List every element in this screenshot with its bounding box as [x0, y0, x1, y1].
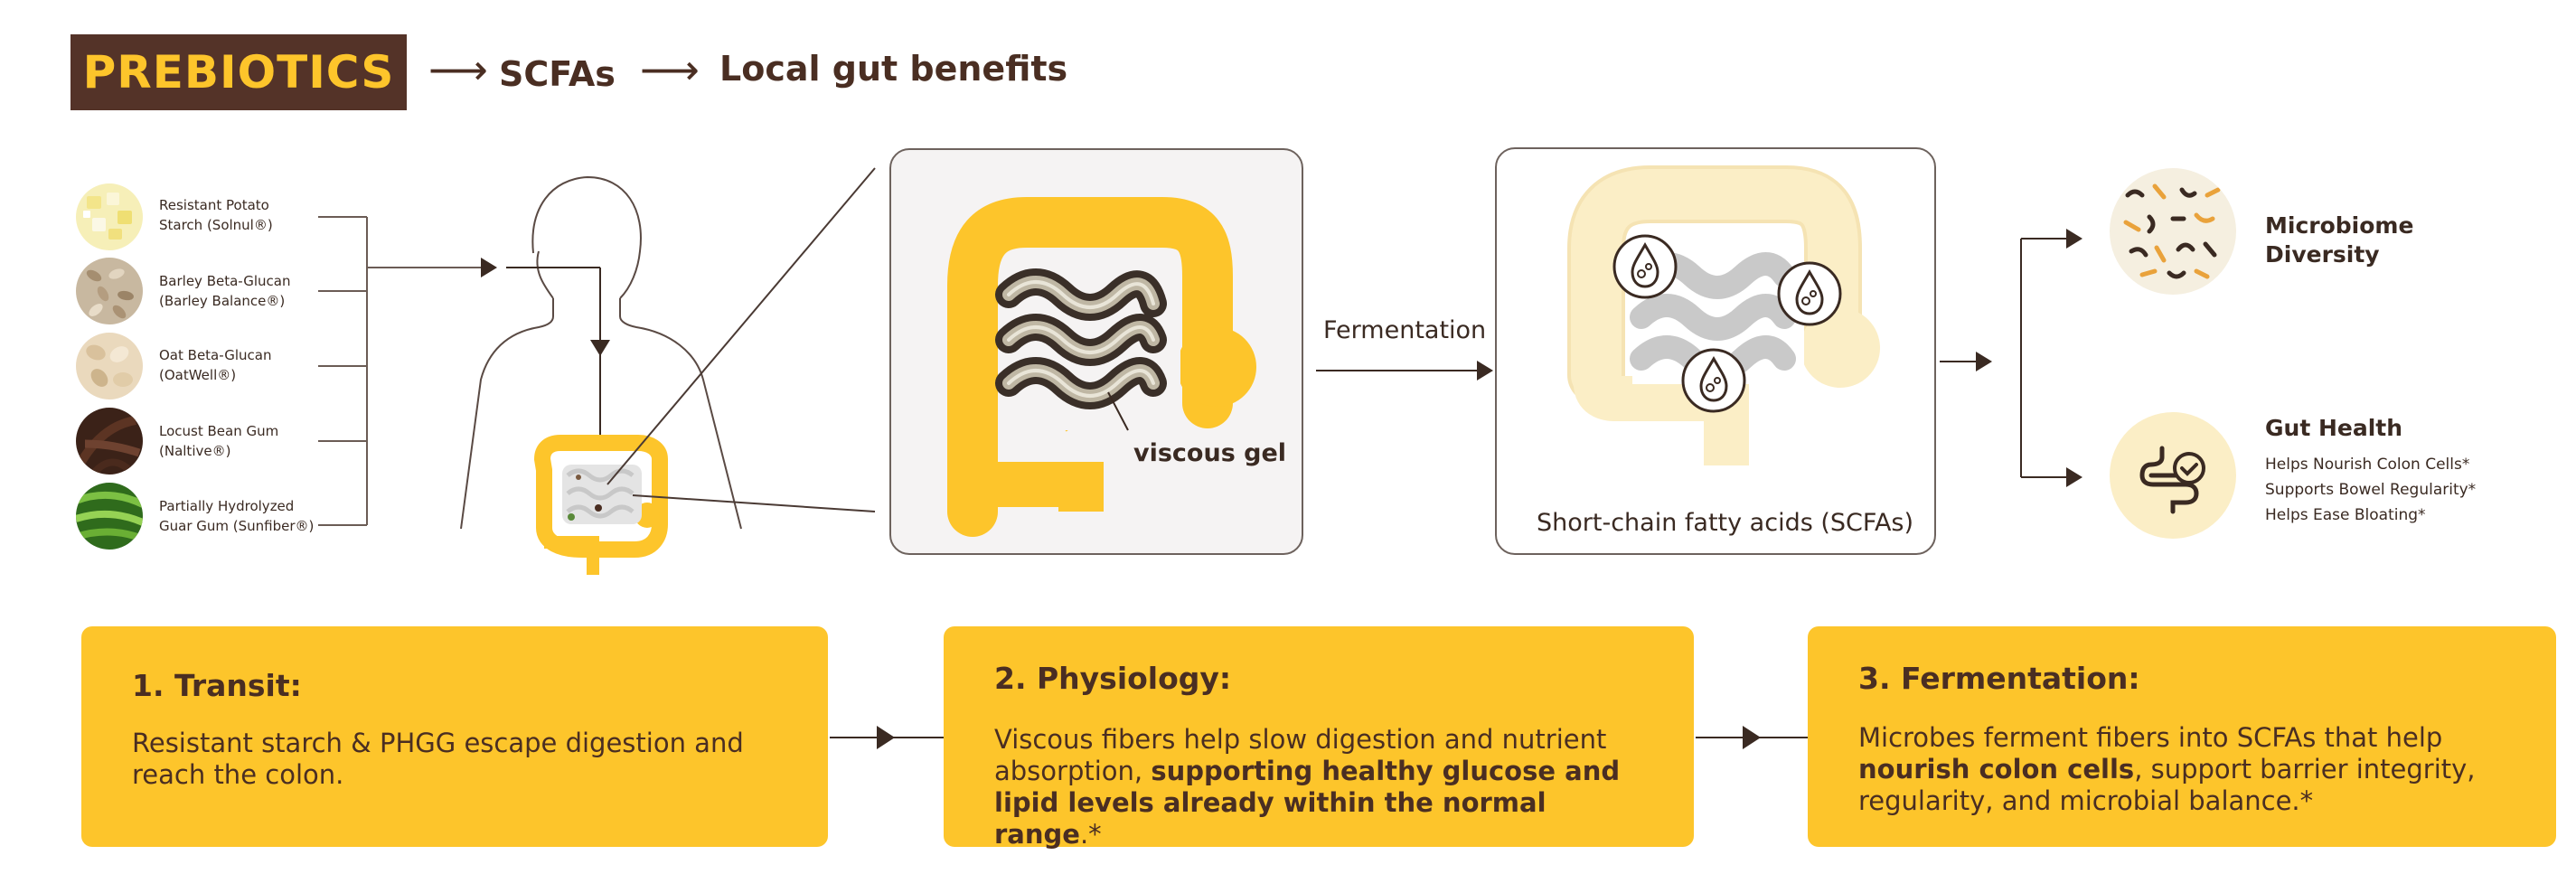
fermentation-arrow-icon	[1477, 361, 1493, 381]
header-local-benefits: Local gut benefits	[719, 49, 1068, 89]
fermentation-card-text: Microbes ferment fibers into SCFAs that …	[1858, 722, 2476, 816]
header-arrow-2: ⟶	[640, 45, 700, 94]
header-arrow-1: ⟶	[428, 45, 488, 94]
viscous-gel-label: viscous gel	[1133, 439, 1287, 467]
gut-health-item: Helps Ease Bloating*	[2265, 506, 2426, 524]
physiology-card-text: Viscous fibers help slow digestion and n…	[994, 724, 1621, 850]
panel2-arrow-icon	[1976, 352, 1992, 371]
prebiotics-title: PREBIOTICS	[82, 46, 395, 99]
fermentation-card-title: 3. Fermentation:	[1858, 661, 2140, 696]
body-gut-illustration	[533, 435, 668, 575]
viscous-gel-panel: viscous gel	[889, 148, 1303, 555]
scfa-droplet-icon-3	[1681, 348, 1746, 413]
transit-card: 1. Transit: Resistant starch & PHGG esca…	[81, 626, 828, 847]
card-arrow-2-icon	[1743, 726, 1761, 749]
gut-health-arrow-icon	[2066, 467, 2082, 487]
ingredient-label-locust: Locust Bean Gum(Naltive®)	[159, 423, 279, 459]
oat-image	[76, 333, 143, 399]
scfa-droplet-icon-1	[1612, 234, 1678, 299]
gut-health-icon	[2139, 446, 2205, 514]
body-outline	[460, 175, 742, 530]
gut-health-item: Helps Nourish Colon Cells*	[2265, 456, 2470, 474]
header-scfas: SCFAs	[499, 54, 616, 94]
card-arrow-1-icon	[877, 726, 895, 749]
zoom-lines	[606, 167, 876, 512]
microbiome-image	[2110, 168, 2236, 295]
physiology-card: 2. Physiology: Viscous fibers help slow …	[944, 626, 1694, 850]
colon-yellow-illustration	[947, 197, 1256, 537]
transit-card-title: 1. Transit:	[132, 668, 302, 703]
gut-health-badge	[2110, 412, 2236, 539]
gut-health-title: Gut Health	[2265, 415, 2403, 441]
colon-cream-illustration	[1567, 165, 1880, 465]
gut-health-item: Supports Bowel Regularity*	[2265, 481, 2477, 499]
scfa-panel: Short-chain fatty acids (SCFAs)	[1495, 147, 1936, 555]
transit-card-text: Resistant starch & PHGG escape digestion…	[132, 728, 744, 790]
locust-bean-image	[76, 408, 143, 475]
microbiome-arrow-icon	[2066, 229, 2082, 249]
scfa-label: Short-chain fatty acids (SCFAs)	[1537, 509, 1914, 537]
ingredient-label-oat: Oat Beta-Glucan(OatWell®)	[159, 347, 272, 383]
physiology-card-title: 2. Physiology:	[994, 661, 1232, 696]
body-arrow-icon	[590, 340, 610, 356]
bracket-arrow-icon	[481, 258, 497, 277]
fermentation-card: 3. Fermentation: Microbes ferment fibers…	[1808, 626, 2556, 847]
potato-starch-image	[76, 183, 143, 250]
scfa-droplet-icon-2	[1777, 261, 1842, 326]
ingredient-bracket	[318, 216, 481, 526]
gut-health-list: Helps Nourish Colon Cells* Supports Bowe…	[2265, 452, 2476, 528]
prebiotics-badge: PREBIOTICS	[71, 34, 407, 110]
fermentation-label: Fermentation	[1323, 316, 1487, 344]
barley-image	[76, 258, 143, 324]
ingredient-label-barley: Barley Beta-Glucan(Barley Balance®)	[159, 273, 291, 309]
